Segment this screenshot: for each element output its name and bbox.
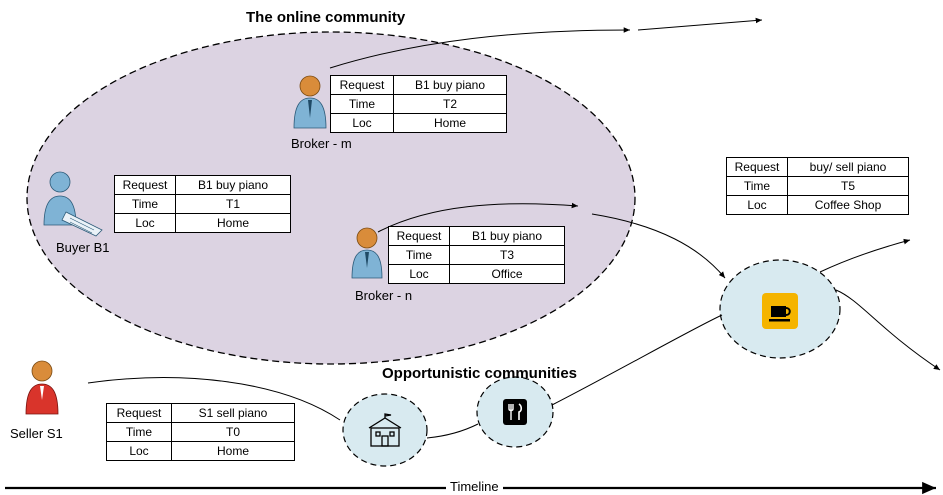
online-community-title: The online community xyxy=(246,9,406,26)
broker-n-label: Broker - n xyxy=(355,288,413,303)
opportunistic-communities-title: Opportunistic communities xyxy=(382,365,578,382)
school-icon xyxy=(368,413,402,447)
seller-icon xyxy=(25,360,59,415)
school-circle xyxy=(342,393,428,467)
restaurant-icon xyxy=(503,399,527,425)
broker-n-to-coffee xyxy=(591,213,726,279)
seller-label: Seller S1 xyxy=(10,426,63,441)
coffee-icon xyxy=(762,293,798,329)
broker-m-icon xyxy=(293,75,327,129)
school-to-restaurant xyxy=(426,423,479,439)
timeline-label: Timeline xyxy=(446,479,503,494)
broker-m-label: Broker - m xyxy=(291,136,352,151)
broker-m-trajectory xyxy=(329,27,631,69)
broker-n-icon xyxy=(351,227,383,279)
broker-n-trajectory xyxy=(377,202,579,233)
buyer-label: Buyer B1 xyxy=(56,240,110,255)
buyer-icon xyxy=(43,171,103,237)
coffee-to-upper-right xyxy=(819,238,911,273)
seller-trajectory xyxy=(87,377,341,421)
coffee-to-lower-right xyxy=(835,289,941,371)
restaurant-to-coffee xyxy=(551,314,723,406)
broker-m-continuation xyxy=(637,17,763,31)
